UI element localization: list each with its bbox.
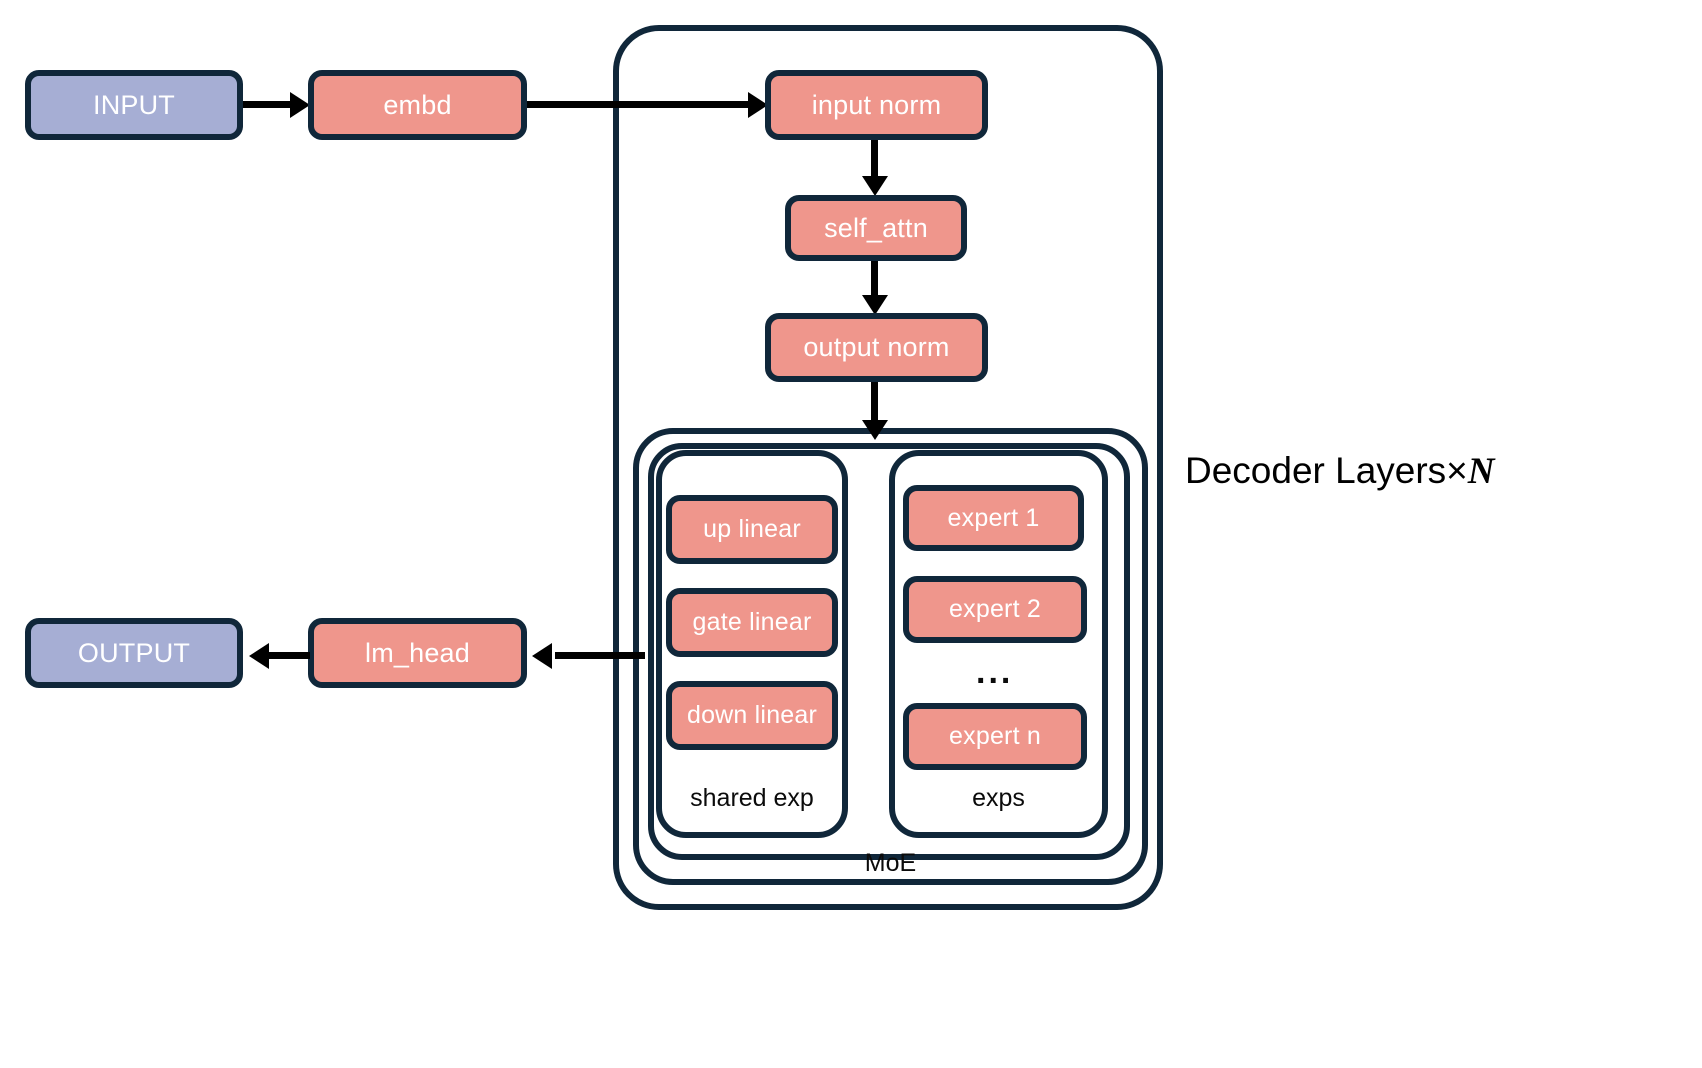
decoder-layers-count: N (1467, 451, 1495, 492)
shared-expert-caption: shared exp (690, 784, 814, 812)
shared-expert-gate-linear[interactable]: gate linear (666, 588, 838, 657)
shared-expert-down-linear[interactable]: down linear (666, 681, 838, 750)
expert-1-node[interactable]: expert 1 (903, 485, 1084, 551)
input-norm-node[interactable]: input norm (765, 70, 988, 140)
lm-head-node[interactable]: lm_head (308, 618, 527, 688)
connector-embd-to-input-norm (527, 101, 752, 108)
embd-node[interactable]: embd (308, 70, 527, 140)
shared-expert-up-linear[interactable]: up linear (666, 495, 838, 564)
decoder-layers-label: Decoder Layers×N (1185, 452, 1495, 490)
expert-2-node[interactable]: expert 2 (903, 576, 1087, 643)
connector-output-norm-to-moe (871, 382, 878, 426)
input-node[interactable]: INPUT (25, 70, 243, 140)
output-norm-node[interactable]: output norm (765, 313, 988, 382)
connector-decoder-to-lm-head (555, 652, 645, 659)
expert-n-node[interactable]: expert n (903, 703, 1087, 770)
connector-input-to-embd (243, 101, 293, 108)
connector-lm-head-to-output (268, 652, 310, 659)
self-attn-node[interactable]: self_attn (785, 195, 967, 261)
decoder-layer-container (613, 25, 1163, 910)
decoder-layers-label-text: Decoder Layers× (1185, 450, 1468, 491)
arrowhead-lm-head-to-output (249, 643, 269, 669)
arrowhead-self-attn-to-output-norm (862, 295, 888, 315)
experts-caption: exps (972, 784, 1025, 812)
moe-caption: MoE (864, 849, 917, 877)
arrowhead-output-norm-to-moe (862, 420, 888, 440)
arrowhead-input-to-embd (290, 92, 310, 118)
arrowhead-embd-to-input-norm (748, 92, 768, 118)
experts-ellipsis: ... (976, 653, 1014, 691)
connector-input-norm-to-self-attn (871, 140, 878, 180)
output-node[interactable]: OUTPUT (25, 618, 243, 688)
connector-self-attn-to-output-norm (871, 261, 878, 299)
arrowhead-decoder-to-lm-head (532, 643, 552, 669)
arrowhead-input-norm-to-self-attn (862, 176, 888, 196)
